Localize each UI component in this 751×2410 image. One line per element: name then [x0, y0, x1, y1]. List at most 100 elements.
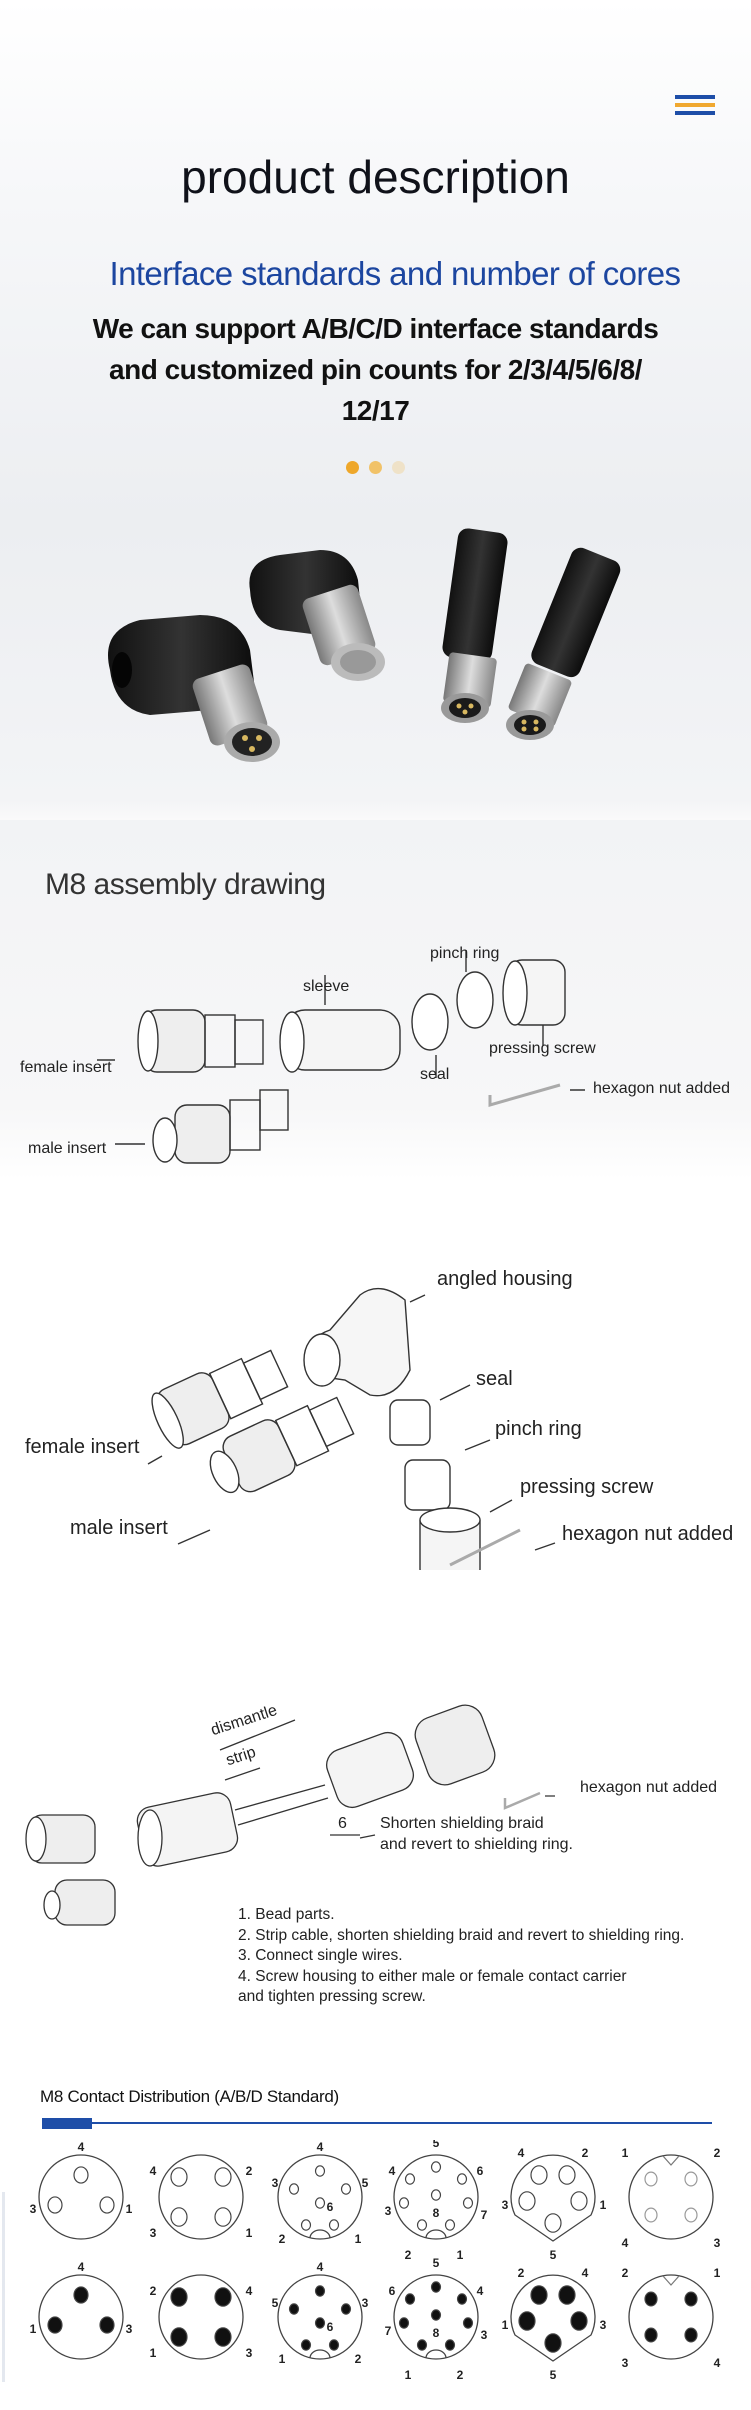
connector-outline [158, 2274, 244, 2360]
sleeve-drawing [279, 1009, 401, 1073]
contact-pin [404, 2293, 416, 2305]
pin-number: 4 [317, 2260, 324, 2274]
connector-outline [38, 2154, 124, 2240]
pin-number: 7 [481, 2208, 488, 2222]
angled-male-connector [108, 615, 280, 762]
contact-pin [570, 2191, 588, 2211]
hero-description: We can support A/B/C/D interface standar… [0, 308, 751, 431]
contact-pin [456, 2173, 468, 2185]
contact-pin [462, 2317, 474, 2329]
contact-pin [644, 2207, 658, 2223]
contact-pin [430, 2309, 442, 2321]
female-insert-drawing [151, 1349, 289, 1449]
seal-drawing [411, 993, 449, 1051]
angled-female-connector [249, 550, 385, 681]
note-line: Shorten shielding braid [380, 1815, 544, 1832]
pin-number: 3 [30, 2202, 37, 2216]
pin-number: 3 [126, 2322, 133, 2336]
contact-pin [684, 2171, 698, 2187]
contact-pin [398, 2197, 410, 2209]
contact-pin [530, 2165, 548, 2185]
step-item: 3. Connect single wires. [238, 1947, 403, 1964]
description-line: and customized pin counts for 2/3/4/5/6/… [109, 354, 642, 385]
pin-number: 2 [714, 2146, 721, 2160]
pin-number: 1 [457, 2248, 464, 2262]
pin-number: 3 [714, 2236, 721, 2250]
carousel-dot-1[interactable] [346, 461, 359, 474]
section-subtitle: Interface standards and number of cores [109, 255, 682, 292]
contact-pin [300, 2339, 312, 2351]
title-accent-bar [42, 2118, 92, 2129]
hex-key-drawing [449, 1528, 521, 1567]
contact-pin [170, 2167, 188, 2187]
step-item: 1. Bead parts. [238, 1906, 335, 1923]
pin-number: 8 [433, 2206, 440, 2220]
contact-pin [47, 2196, 63, 2214]
label-sleeve: sleeve [303, 978, 350, 995]
contact-pin [170, 2287, 188, 2307]
coding-key [662, 2275, 680, 2286]
connector-outline [393, 2274, 479, 2360]
contact-pin [644, 2291, 658, 2307]
pin-number: 5 [362, 2176, 369, 2190]
label-seal: seal [420, 1066, 450, 1083]
pin-number: 3 [272, 2176, 279, 2190]
angled-housing-drawing [303, 1287, 411, 1397]
hamburger-menu-icon[interactable] [675, 95, 715, 117]
pin-number: 2 [246, 2164, 253, 2178]
page-title: product description [181, 151, 570, 203]
coding-key [662, 2155, 680, 2166]
pin-number: 1 [405, 2368, 412, 2382]
label-hexagon-nut: hexagon nut added [562, 1523, 734, 1545]
carousel-dot-3[interactable] [392, 461, 405, 474]
pin-number: 6 [327, 2200, 334, 2214]
pin-number: 1 [126, 2202, 133, 2216]
connector-outline [510, 2274, 596, 2362]
contact-pin [99, 2316, 115, 2334]
connector-outline [628, 2154, 714, 2240]
hex-key-drawing [503, 1791, 541, 1810]
pin-number: 3 [385, 2204, 392, 2218]
contact-pin [530, 2285, 548, 2305]
carousel-dot-2[interactable] [369, 461, 382, 474]
straight-male-connector-1 [441, 528, 508, 723]
male-insert-drawing [152, 1089, 289, 1164]
pin-number: 5 [433, 2140, 440, 2150]
pin-number: 3 [622, 2356, 629, 2370]
contact-pin [47, 2316, 63, 2334]
pin-number: 1 [150, 2346, 157, 2360]
contact-pin [340, 2303, 352, 2315]
pin-number: 4 [246, 2284, 253, 2298]
connector-outline [158, 2154, 244, 2240]
contact-pin [644, 2171, 658, 2187]
pin-number: 1 [246, 2226, 253, 2240]
contact-pin [684, 2207, 698, 2223]
pin-number: 2 [279, 2232, 286, 2246]
step-item: 4. Screw housing to either male or femal… [238, 1967, 627, 1985]
description-line: 12/17 [341, 395, 410, 426]
contact-pin [170, 2207, 188, 2227]
pin-number: 1 [502, 2318, 509, 2332]
contact-pin [456, 2293, 468, 2305]
female-insert-drawing [25, 1814, 96, 1864]
coding-notch [309, 2349, 331, 2359]
straight-male-connector-2 [506, 547, 621, 740]
contact-pin [288, 2183, 300, 2195]
pinch-ring-drawing [456, 971, 494, 1029]
side-line [2, 2192, 5, 2382]
pin-number: 2 [457, 2368, 464, 2382]
contact-pin [214, 2167, 232, 2187]
contact-pin [214, 2287, 232, 2307]
pin-number: 2 [582, 2146, 589, 2160]
contact-pin [170, 2327, 188, 2347]
contact-pin [558, 2285, 576, 2305]
connector-outline [628, 2274, 714, 2360]
